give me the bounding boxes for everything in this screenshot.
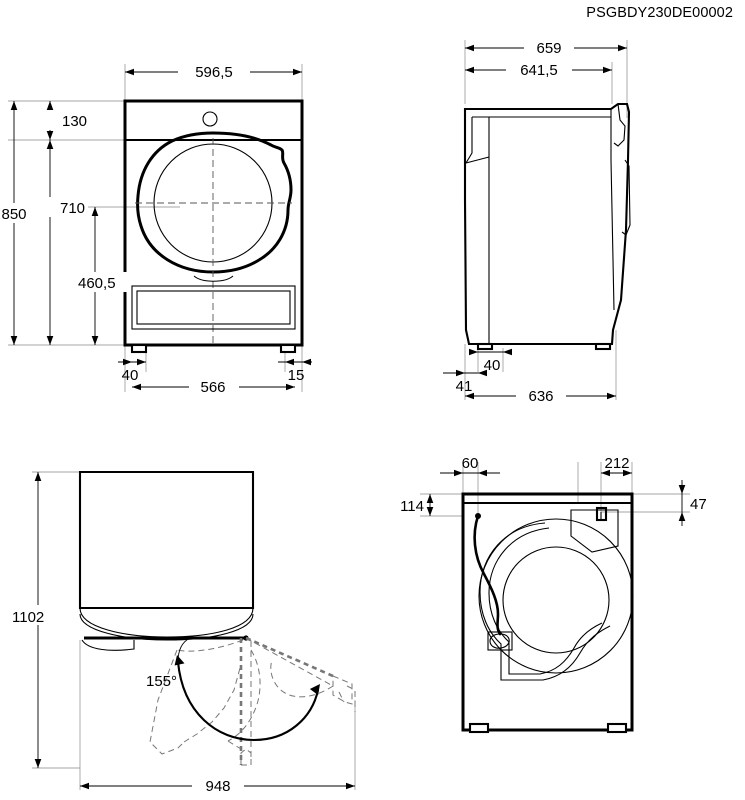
rear-tub-outline — [479, 522, 611, 681]
dimension-height-drum-center: 460,5 — [72, 207, 130, 345]
drawing-code-label: PSGBDY230DE00002 — [586, 5, 733, 21]
side-hinge-detail — [613, 103, 626, 147]
top-front-rim-inner — [79, 613, 254, 641]
side-foot-front — [476, 342, 494, 351]
dimension-foot-offset-left: 40 — [118, 358, 146, 384]
side-cabinet-outline — [463, 102, 631, 346]
dimension-label-641-5: 641,5 — [520, 62, 558, 79]
dimension-label-948: 948 — [205, 778, 230, 795]
rear-view-extension-lines — [420, 462, 690, 517]
side-door-top-bracket — [465, 117, 473, 164]
dimension-label-15: 15 — [288, 367, 305, 384]
cord-entry-point — [475, 513, 481, 519]
dimension-label-566: 566 — [200, 379, 225, 396]
door-swing-arc — [174, 637, 320, 742]
front-cabinet-outline — [123, 99, 304, 347]
side-rear-panel-edge — [610, 159, 615, 311]
power-cord — [473, 514, 502, 636]
rear-drum-inner — [502, 546, 610, 654]
dimension-label-460-5: 460,5 — [78, 275, 116, 292]
door-outer-ring — [136, 131, 293, 274]
dimension-height-overall: 850 — [0, 101, 30, 345]
front-view-extension-lines — [8, 64, 303, 392]
dimension-label-47: 47 — [690, 496, 707, 513]
dimension-outlet-offset: 212 — [601, 455, 632, 477]
side-door-bevel — [465, 156, 490, 164]
dimension-label-212: 212 — [604, 455, 629, 472]
side-rear-handle-detail — [621, 159, 631, 236]
side-foot-rear — [594, 342, 612, 351]
rear-drum-outer — [478, 518, 634, 674]
dimension-label-659: 659 — [536, 40, 561, 57]
power-plug — [489, 633, 510, 649]
dimension-width-overall: 596,5 — [125, 62, 302, 81]
condenser-drawer-inner — [136, 290, 291, 325]
top-door-handle-nub — [81, 639, 135, 651]
dimension-label-60: 60 — [462, 455, 479, 472]
rear-cabinet-outline — [461, 492, 634, 732]
dimension-label-155-deg: 155° — [146, 673, 177, 690]
dimension-panel-height: 130 — [36, 101, 87, 140]
dimension-label-1102: 1102 — [12, 609, 44, 626]
dimension-label-40-front: 40 — [122, 367, 139, 384]
door-swept-path-outline — [149, 639, 244, 755]
front-view: 596,5 850 130 — [0, 62, 312, 396]
front-foot-left — [130, 343, 148, 354]
condenser-drawer — [131, 285, 296, 330]
dimension-cord-offset-left: 60 — [440, 455, 500, 477]
power-plug-housing — [487, 631, 513, 651]
dimension-outlet-height: 47 — [678, 480, 707, 526]
rear-view: 60 212 114 47 — [400, 455, 707, 734]
dimension-cord-height: 114 — [400, 494, 434, 516]
dimension-height-to-drum-top: 710 — [38, 140, 85, 345]
dimension-foot-offset-right: 15 — [278, 358, 312, 384]
dimension-label-636: 636 — [528, 388, 553, 405]
rear-foot-left — [468, 722, 490, 734]
dimension-label-114: 114 — [400, 498, 424, 515]
dimension-width-door-open: 948 — [80, 776, 355, 795]
dimension-label-41: 41 — [456, 378, 473, 395]
top-cabinet-outline — [78, 470, 255, 610]
top-view-door-open: 155° 1102 948 — [8, 470, 356, 795]
program-knob-icon — [202, 111, 218, 127]
dimension-label-130: 130 — [62, 113, 87, 130]
door-latch-detail — [193, 275, 234, 282]
dimension-depth-overall: 636 — [465, 386, 616, 405]
dimension-depth-body: 641,5 — [465, 60, 612, 79]
dimension-depth-door-open: 1102 — [8, 472, 60, 768]
dimension-side-foot-width: 40 — [469, 348, 512, 374]
top-view-extension-lines — [32, 471, 356, 790]
dimension-label-596-5: 596,5 — [195, 64, 233, 81]
dimension-depth-with-door: 659 — [465, 38, 627, 57]
door-open-position-outline — [245, 636, 356, 712]
door-intermediate-position-outline — [227, 638, 261, 766]
front-foot-right — [279, 343, 297, 354]
dimension-foot-offset-rear: 41 — [443, 369, 487, 395]
side-view-extension-lines — [464, 40, 628, 400]
dimension-label-40-side: 40 — [484, 357, 501, 374]
side-view: 659 641,5 40 41 — [443, 38, 631, 405]
dimension-label-710: 710 — [60, 200, 85, 217]
rear-foot-right — [606, 722, 628, 734]
dimension-label-850: 850 — [1, 206, 26, 223]
drain-connector-panel — [570, 509, 619, 553]
dimension-foot-span: 566 — [132, 377, 295, 396]
